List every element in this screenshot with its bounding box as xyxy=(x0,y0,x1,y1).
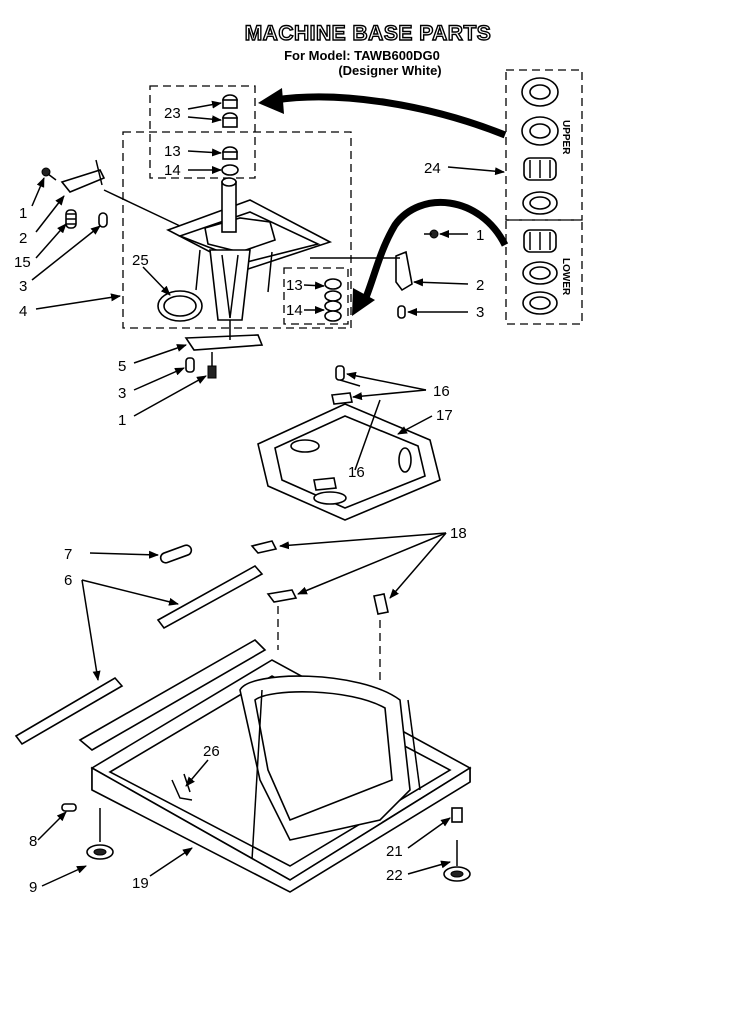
upper-kit-arrowhead xyxy=(258,88,284,114)
callout-22: 22 xyxy=(386,867,403,884)
transmission-assembly xyxy=(166,177,333,321)
callout-24: 24 xyxy=(424,160,441,177)
callout-8: 8 xyxy=(29,833,37,850)
callout-17: 17 xyxy=(436,407,453,424)
callout-16-upper: 16 xyxy=(433,383,450,400)
callout-26: 26 xyxy=(203,743,220,760)
transmission-box xyxy=(122,131,352,329)
callout-3-right: 3 xyxy=(476,304,484,321)
lower-bracket-parts xyxy=(184,320,264,379)
lower-kit-arrow xyxy=(361,199,509,302)
callout-14-upper: 14 xyxy=(164,162,181,179)
callout-6: 6 xyxy=(64,572,72,589)
brackets-6 xyxy=(14,564,264,746)
seal-stack-lower xyxy=(324,278,342,322)
callout-25: 25 xyxy=(132,252,149,269)
clips-18 xyxy=(250,540,389,680)
diagram-title: MACHINE BASE PARTS xyxy=(245,22,492,45)
callout-14-lower: 14 xyxy=(286,302,303,319)
upper-bearing-kit xyxy=(521,77,559,215)
callout-3-lower: 3 xyxy=(118,385,126,402)
callout-5: 5 xyxy=(118,358,126,375)
frame-clips xyxy=(313,365,353,491)
callout-1-right: 1 xyxy=(476,227,484,244)
seal-stack xyxy=(221,94,239,176)
callout-1-lower: 1 xyxy=(118,412,126,429)
callout-23: 23 xyxy=(164,105,181,122)
snubber-ring xyxy=(157,290,203,322)
callout-labels: 23 13 14 1 2 15 3 4 25 24 1 2 3 13 14 5 … xyxy=(14,105,484,896)
callout-16-lower: 16 xyxy=(348,464,365,481)
left-bracket-parts xyxy=(41,159,181,229)
leveling-leg-left xyxy=(61,803,114,860)
seal-kit-box-lower xyxy=(283,267,349,325)
right-bracket-parts xyxy=(310,229,439,319)
leveling-leg-right xyxy=(443,807,471,882)
callout-13-lower: 13 xyxy=(286,277,303,294)
callout-13-upper: 13 xyxy=(164,143,181,160)
callout-4: 4 xyxy=(19,303,27,320)
callout-15: 15 xyxy=(14,254,31,271)
callout-19: 19 xyxy=(132,875,149,892)
lower-bearing-kit xyxy=(522,229,558,315)
upper-kit-arrow xyxy=(274,93,507,139)
leader-lines xyxy=(31,100,505,887)
callout-18: 18 xyxy=(450,525,467,542)
callout-2-left: 2 xyxy=(19,230,27,247)
model-line: For Model: TAWB600DG0 xyxy=(284,48,440,63)
upper-bearing-kit-box xyxy=(505,69,583,221)
lower-group-label: LOWER xyxy=(560,258,571,296)
callout-21: 21 xyxy=(386,843,403,860)
lower-kit-arrowhead xyxy=(352,288,375,316)
callout-2-right: 2 xyxy=(476,277,484,294)
callout-9: 9 xyxy=(29,879,37,896)
callout-1-left: 1 xyxy=(19,205,27,222)
callout-3-left: 3 xyxy=(19,278,27,295)
spring-7 xyxy=(159,544,193,564)
color-line: (Designer White) xyxy=(338,63,441,78)
callout-7: 7 xyxy=(64,546,72,563)
suspension-frame xyxy=(257,379,441,521)
upper-group-label: UPPER xyxy=(560,120,571,155)
machine-base xyxy=(78,639,472,893)
